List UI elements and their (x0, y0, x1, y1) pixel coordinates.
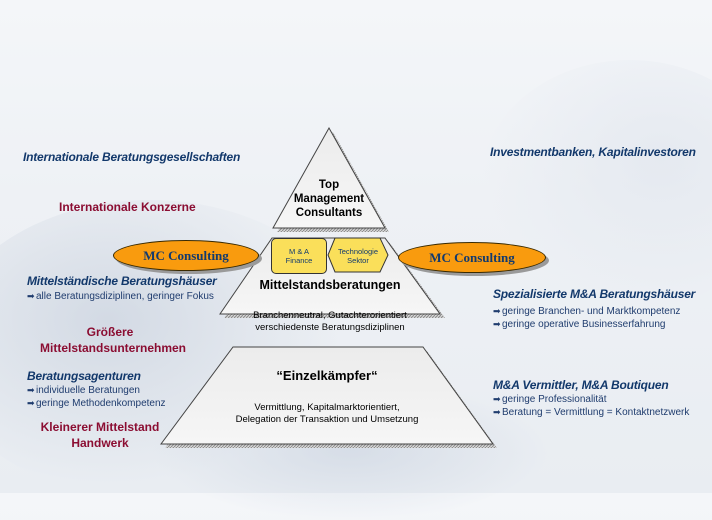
right-mid-bullet-text: geringe Branchen- und Marktkompetenz (502, 306, 681, 317)
left-mid-bullet-text: alle Beratungsdiziplinen, geringer Fokus (36, 291, 214, 302)
list-item: ➡individuelle Beratungen (27, 384, 166, 397)
left-bottom-client: Kleinerer Mittelstand Handwerk (30, 419, 170, 451)
left-mid-client-line1: Größere (86, 325, 134, 339)
middle-tier-desc2: verschiedenste Beratungsdiziplinen (255, 322, 405, 333)
top-tier (272, 126, 386, 229)
middle-tier-title: Mittelstandsberatungen (259, 278, 401, 292)
top-tier-line1: Top (318, 179, 340, 191)
bottom-tier-title: “Einzelkämpfer“ (276, 368, 378, 383)
left-bottom-bullet-text: geringe Methodenkompetenz (36, 398, 166, 409)
list-item: ➡geringe operative Businesserfahrung (493, 318, 680, 331)
list-item: ➡geringe Methodenkompetenz (27, 397, 166, 410)
arrow-right-icon: ➡ (493, 407, 501, 417)
list-item: ➡Beratung = Vermittlung = Kontaktnetzwer… (493, 406, 689, 419)
bottom-tier (160, 346, 494, 445)
right-bottom-bullet-text: geringe Professionalität (502, 394, 607, 405)
ma-finance-line2: Finance (285, 256, 313, 265)
technology-sector-line2: Sektor (347, 255, 369, 265)
top-tier-label: Top Management Consultants (279, 178, 379, 220)
left-mid-heading: Mittelständische Beratungshäuser (27, 274, 217, 288)
left-bottom-heading: Beratungsagenturen (27, 369, 141, 383)
arrow-right-icon: ➡ (493, 394, 501, 404)
mc-consulting-right: MC Consulting (398, 242, 546, 273)
pyramid-diagram (160, 126, 497, 448)
right-mid-bullet-text: geringe operative Businesserfahrung (502, 319, 666, 330)
technology-sector-line1: Technologie (337, 246, 379, 256)
bottom-tier-description: Vermittlung, Kapitalmarktorientiert, Del… (212, 402, 442, 426)
middle-tier-description: Branchenneutral, Gutachterorientiert ver… (225, 310, 435, 334)
bottom-tier-desc1: Vermittlung, Kapitalmarktorientiert, (254, 402, 400, 413)
left-mid-client: Größere Mittelstandsunternehmen (40, 324, 187, 356)
left-mid-client-line2: Mittelstandsunternehmen (40, 341, 187, 355)
arrow-right-icon: ➡ (27, 398, 35, 408)
left-bottom-client-line1: Kleinerer Mittelstand (40, 420, 160, 434)
top-tier-line3: Consultants (295, 207, 363, 219)
ma-finance-line1: M & A (288, 247, 309, 256)
left-mid-bullet: ➡alle Beratungsdiziplinen, geringer Foku… (27, 290, 214, 303)
middle-tier-desc1: Branchenneutral, Gutachterorientiert (253, 310, 407, 321)
right-mid-heading: Spezialisierte M&A Beratungshäuser (493, 287, 696, 301)
top-tier-line2: Management (293, 193, 365, 205)
mc-consulting-left: MC Consulting (113, 240, 259, 271)
bottom-tier-desc2: Delegation der Transaktion und Umsetzung (235, 414, 419, 425)
list-item: ➡geringe Branchen- und Marktkompetenz (493, 305, 680, 318)
right-bottom-heading: M&A Vermittler, M&A Boutiquen (493, 378, 669, 392)
right-mid-bullets: ➡geringe Branchen- und Marktkompetenz ➡g… (493, 305, 680, 331)
left-top-client: Internationale Konzerne (59, 200, 196, 214)
left-bottom-bullet-text: individuelle Beratungen (36, 385, 140, 396)
arrow-right-icon: ➡ (493, 319, 501, 329)
arrow-right-icon: ➡ (493, 306, 501, 316)
right-bottom-bullet-text: Beratung = Vermittlung = Kontaktnetzwerk (502, 407, 690, 418)
technology-sector-hexagon (327, 237, 389, 273)
right-top-heading: Investmentbanken, Kapitalinvestoren (490, 145, 696, 159)
right-bottom-bullets: ➡geringe Professionalität ➡Beratung = Ve… (493, 393, 689, 419)
arrow-right-icon: ➡ (27, 385, 35, 395)
arrow-right-icon: ➡ (27, 291, 35, 301)
left-top-heading: Internationale Beratungsgesellschaften (23, 150, 241, 164)
left-bottom-client-line2: Handwerk (71, 436, 129, 450)
list-item: ➡geringe Professionalität (493, 393, 689, 406)
left-bottom-bullets: ➡individuelle Beratungen ➡geringe Method… (27, 384, 166, 410)
